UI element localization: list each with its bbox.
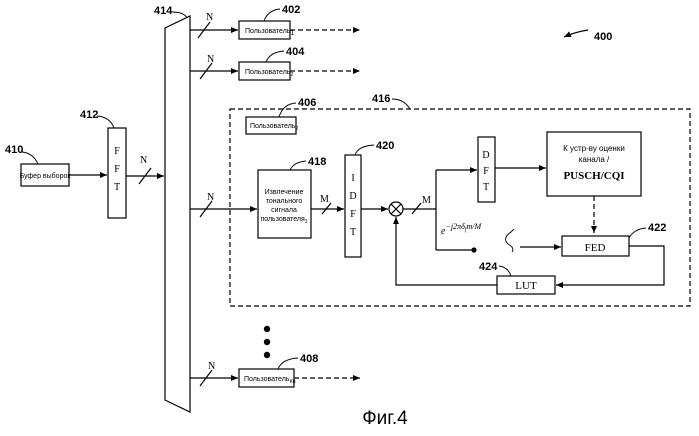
idft-block: I D F T 420 [345, 140, 394, 257]
idft-letter-3: F [350, 209, 356, 220]
userK-output: N ПользовательKu 408 [190, 353, 360, 387]
fed-label: FED [585, 242, 606, 254]
channel-line-2: канала / [579, 155, 610, 164]
more-users-dots [264, 326, 270, 358]
sample-buffer-block: Буфер выборок 410 [5, 144, 71, 186]
tone-line-2: тонального [266, 198, 303, 205]
ref-408: 408 [300, 353, 318, 365]
sample-buffer-label: Буфер выборок [20, 172, 72, 180]
switch-node [471, 229, 514, 253]
dft-letter-1: D [482, 150, 489, 161]
userK-bus-n: N [208, 361, 215, 372]
exponential-label: e−j2πδfm/M [441, 222, 482, 237]
ref-418: 418 [308, 156, 326, 168]
fed-block: FED 422 [562, 222, 666, 256]
tone-bus-n: N [207, 192, 214, 203]
ref-410: 410 [5, 144, 23, 156]
ref-422: 422 [648, 222, 666, 234]
ref-402: 402 [282, 4, 300, 16]
lut-label: LUT [515, 280, 537, 292]
user2-output: N Пользователь2 404 [190, 46, 360, 80]
user1-output: N Пользователь1 402 [190, 4, 360, 39]
idft-letter-1: I [351, 173, 354, 184]
bus-width-n: N [140, 155, 147, 166]
ref-406: 406 [298, 97, 316, 109]
tone-line-1: Извлечение [265, 189, 304, 196]
ref-420: 420 [376, 140, 394, 152]
idft-letter-4: T [350, 227, 356, 238]
figure-caption: Фиг.4 [362, 408, 408, 429]
channel-estimation-block: К устр-ву оценки канала / PUSCH/CQI [547, 132, 641, 196]
ref-412: 412 [80, 109, 98, 121]
figure-number: 400 [594, 31, 612, 43]
user2-bus-n: N [207, 54, 214, 65]
tone-line-3: сигнала [271, 207, 297, 214]
multiplier-node [389, 202, 403, 216]
dft-letter-3: T [483, 182, 489, 193]
mixer-bus-m: M [422, 195, 431, 206]
fft-letter-2: F [114, 164, 120, 175]
fft-letter-1: F [114, 146, 120, 157]
figure-ref-400: 400 [564, 30, 612, 43]
demux-block: 414 [154, 5, 190, 412]
user1-bus-n: N [206, 12, 213, 23]
idft-letter-2: D [349, 191, 356, 202]
ref-424: 424 [479, 261, 498, 273]
ref-404: 404 [286, 46, 305, 58]
ref-414: 414 [154, 5, 173, 17]
dft-block: D F T [478, 137, 495, 202]
dft-letter-2: F [483, 166, 489, 177]
fft-block: F F T 412 [80, 109, 126, 218]
tone-extraction-block: Извлечение тонального сигнала пользовате… [258, 156, 326, 238]
fft-letter-3: T [114, 182, 120, 193]
channel-line-1: К устр-ву оценки [563, 144, 625, 153]
channel-line-3: PUSCH/CQI [563, 170, 624, 182]
ref-416: 416 [372, 93, 390, 105]
lut-block: LUT 424 [479, 261, 555, 294]
inner-user2-box: Пользователь2 406 [246, 97, 316, 134]
idft-bus-m: M [320, 194, 329, 205]
